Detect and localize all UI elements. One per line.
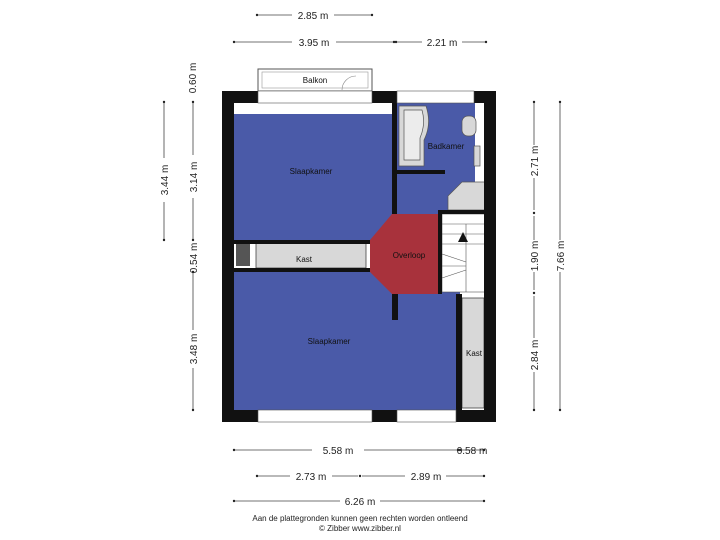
- dim-bottom-c: 2.73 m: [296, 472, 327, 483]
- dim-right-b: 1.90 m: [530, 241, 541, 272]
- room-slaapkamer-top: [234, 114, 392, 240]
- windows: [257, 90, 475, 423]
- dim-right-total: 7.66 m: [556, 241, 567, 272]
- dim-right-a: 2.71 m: [530, 146, 541, 177]
- label-balkon: Balkon: [303, 76, 327, 85]
- dim-bottom-b: 0.58 m: [457, 446, 488, 457]
- footer-disclaimer: Aan de plattegronden kunnen geen rechten…: [252, 514, 468, 523]
- dimension-ticks: [162, 13, 562, 503]
- room-slaapkamer-bottom: [234, 272, 460, 410]
- closet-left: [236, 241, 367, 269]
- footer-copyright: © Zibber www.zibber.nl: [319, 524, 401, 533]
- label-kast-right: Kast: [466, 349, 483, 358]
- dim-left-balcony: 0.60 m: [188, 63, 199, 94]
- dim-top-b: 3.95 m: [299, 38, 330, 49]
- dim-top-a: 2.85 m: [298, 11, 329, 22]
- dimension-lines: [163, 14, 561, 502]
- label-kast-left: Kast: [296, 255, 313, 264]
- dim-left-a: 3.14 m: [189, 162, 200, 193]
- label-overloop: Overloop: [393, 251, 426, 260]
- room-overloop: [370, 214, 440, 294]
- dim-left-c: 3.48 m: [189, 334, 200, 365]
- walls: [222, 91, 496, 422]
- dim-left-outer: 3.44 m: [160, 165, 171, 196]
- label-badkamer: Badkamer: [428, 142, 465, 151]
- staircase: [441, 213, 487, 293]
- dim-bottom-d: 2.89 m: [411, 472, 442, 483]
- dim-top-c: 2.21 m: [427, 38, 458, 49]
- label-slaapkamer-top: Slaapkamer: [290, 167, 333, 176]
- dim-left-b: 0.54 m: [189, 243, 200, 274]
- dim-bottom-total: 6.26 m: [345, 497, 376, 508]
- bath-fixtures: [398, 105, 487, 211]
- dim-bottom-a: 5.58 m: [323, 446, 354, 457]
- label-slaapkamer-bottom: Slaapkamer: [308, 337, 351, 346]
- dim-right-c: 2.84 m: [530, 340, 541, 371]
